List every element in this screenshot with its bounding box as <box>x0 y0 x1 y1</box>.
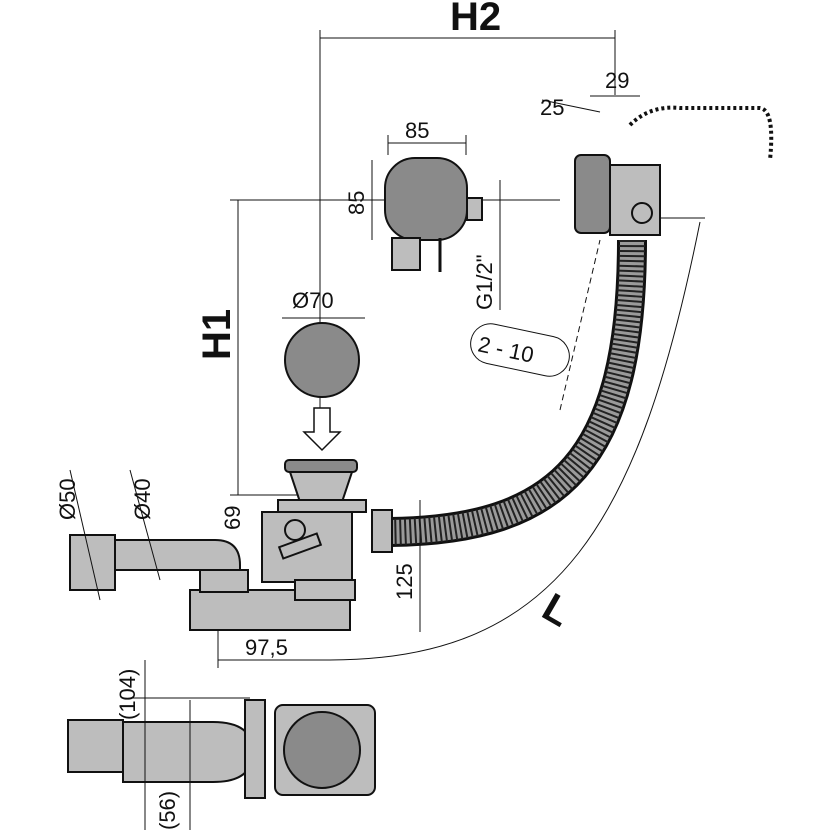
d104-label: (104) <box>115 669 140 720</box>
plan-view: (104) (56) <box>67 660 376 830</box>
plug-diameter-label: Ø70 <box>292 288 334 313</box>
range-callout: 2 - 10 <box>470 239 601 411</box>
d56-label: (56) <box>155 791 180 830</box>
h2-dimension: H2 <box>319 0 616 440</box>
thread-label: G1/2" <box>472 254 497 310</box>
d40-label: Ø40 <box>130 478 155 520</box>
waste-body <box>69 459 393 631</box>
h2-label: H2 <box>450 0 501 39</box>
dim-25-label: 25 <box>540 95 564 120</box>
h1-dimension: H1 <box>195 199 560 496</box>
d50-label: Ø50 <box>55 478 80 520</box>
plug-view: Ø70 <box>282 288 365 452</box>
d69-label: 69 <box>220 506 245 530</box>
knob-height-label: 85 <box>344 191 369 215</box>
flexible-hose <box>389 239 647 547</box>
down-arrow-icon <box>302 407 342 452</box>
d97-label: 97,5 <box>245 635 288 660</box>
dim-29-label: 29 <box>605 68 629 93</box>
h1-label: H1 <box>195 309 239 360</box>
overflow-knob-view: 85 85 G1/2" <box>344 118 501 310</box>
d125-label: 125 <box>392 563 417 600</box>
outlet-dimensions: Ø50 Ø40 69 125 97,5 <box>55 469 421 668</box>
knob-width-label: 85 <box>405 118 429 143</box>
overflow-assembly: 25 29 <box>540 68 774 236</box>
